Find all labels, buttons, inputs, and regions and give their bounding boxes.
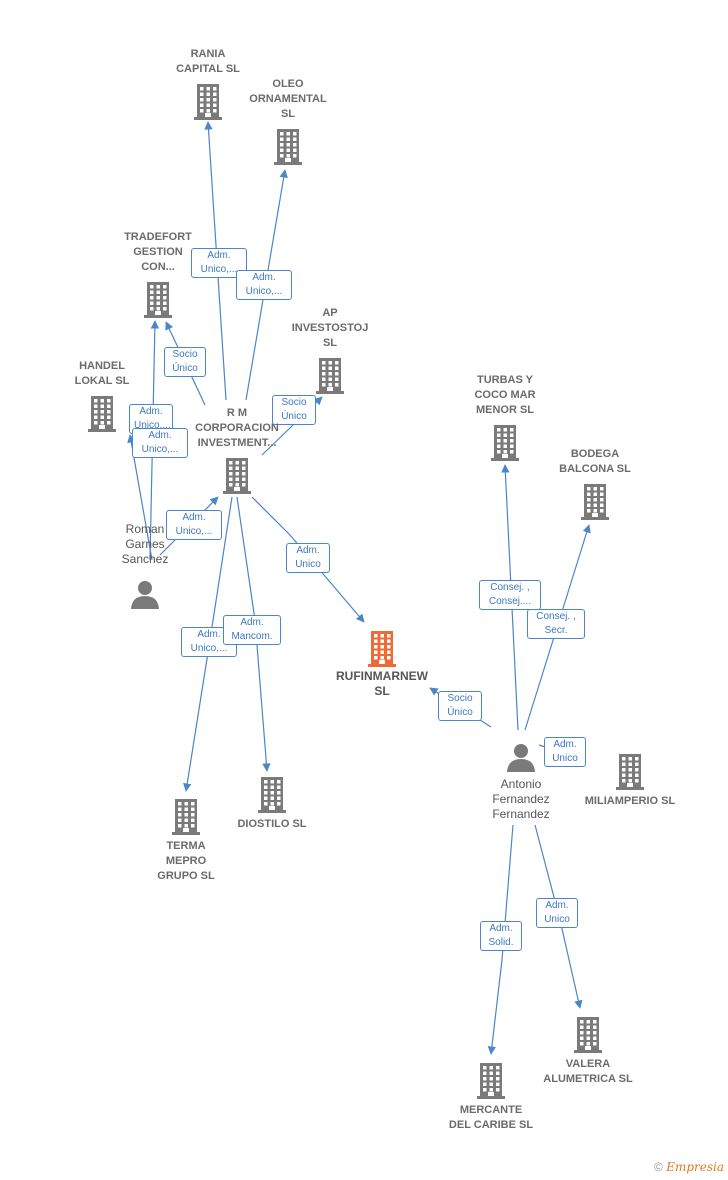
company-icon[interactable] [171, 799, 201, 840]
empresia-credit: © Empresia [654, 1160, 724, 1174]
company-icon[interactable] [476, 1063, 506, 1104]
company-icon[interactable] [87, 396, 117, 437]
edge-label-antonio-to-turbas[interactable]: Consej. , Consej.... [479, 580, 541, 610]
edge-label-rm-to-tradefort[interactable]: Socio Único [164, 347, 206, 377]
node-label-terma: TERMA MEPRO GRUPO SL [157, 840, 215, 882]
edge-label-roman-to-rm[interactable]: Adm. Unico,... [166, 510, 222, 540]
edge-label-antonio-to-mercante[interactable]: Adm. Solid. [480, 921, 522, 951]
node-label-turbas: TURBAS Y COCO MAR MENOR SL [474, 374, 536, 416]
company-icon[interactable] [273, 129, 303, 170]
company-icon[interactable] [143, 282, 173, 323]
company-icon[interactable] [615, 754, 645, 795]
edge-label-rm-to-rufinmarnew[interactable]: Adm. Unico [286, 543, 330, 573]
edge-label-antonio-to-miliamperio[interactable]: Adm. Unico [544, 737, 586, 767]
person-icon[interactable] [506, 742, 536, 777]
node-label-bodega: BODEGA BALCONA SL [559, 448, 631, 475]
company-icon[interactable] [257, 777, 287, 818]
company-icon[interactable] [193, 84, 223, 125]
company-icon[interactable] [573, 1017, 603, 1058]
node-label-tradefort: TRADEFORT GESTION CON... [124, 231, 192, 273]
node-label-antonio: Antonio Fernandez Fernandez [492, 777, 550, 821]
edge-label-antonio-to-rufinmarnew[interactable]: Socio Único [438, 691, 482, 721]
company-icon[interactable] [222, 458, 252, 499]
edge-label-antonio-to-valera[interactable]: Adm. Unico [536, 898, 578, 928]
empresia-logo: Empresia [666, 1160, 724, 1174]
node-label-oleo: OLEO ORNAMENTAL SL [249, 78, 327, 120]
edge-rm-to-rufinmarnew [251, 496, 365, 623]
edge-label-antonio-to-bodega[interactable]: Consej. , Secr. [527, 609, 585, 639]
node-label-mercante: MERCANTE DEL CARIBE SL [448, 1104, 534, 1131]
company-icon[interactable] [490, 425, 520, 466]
company-icon[interactable] [580, 484, 610, 525]
node-label-rufinmarnew: RUFINMARNEW SL [336, 669, 428, 698]
node-label-rm: R M CORPORACION INVESTMENT... [195, 407, 279, 449]
focus-company-icon[interactable] [367, 631, 397, 672]
edge-label-roman-to-handel[interactable]: Adm. Unico,... [132, 428, 188, 458]
copyright-symbol: © [654, 1160, 663, 1174]
node-label-miliamperio: MILIAMPERIO SL [584, 795, 676, 807]
edge-label-rm-to-ap[interactable]: Socio Único [272, 395, 316, 425]
node-label-valera: VALERA ALUMETRICA SL [543, 1058, 633, 1085]
edge-label-rm-to-oleo[interactable]: Adm. Unico,... [236, 270, 292, 300]
node-label-roman: Roman Garnes Sanchez [121, 522, 169, 566]
company-icon[interactable] [315, 358, 345, 399]
node-label-ap: AP INVESTOSTOJ SL [291, 307, 369, 349]
node-label-rania: RANIA CAPITAL SL [176, 48, 240, 75]
edge-label-rm-to-diostilo[interactable]: Adm. Mancom. [223, 615, 281, 645]
person-icon[interactable] [130, 579, 160, 614]
node-label-diostilo: DIOSTILO SL [237, 818, 307, 830]
edge-antonio-to-mercante [487, 824, 514, 1055]
node-label-handel: HANDEL LOKAL SL [74, 360, 130, 387]
